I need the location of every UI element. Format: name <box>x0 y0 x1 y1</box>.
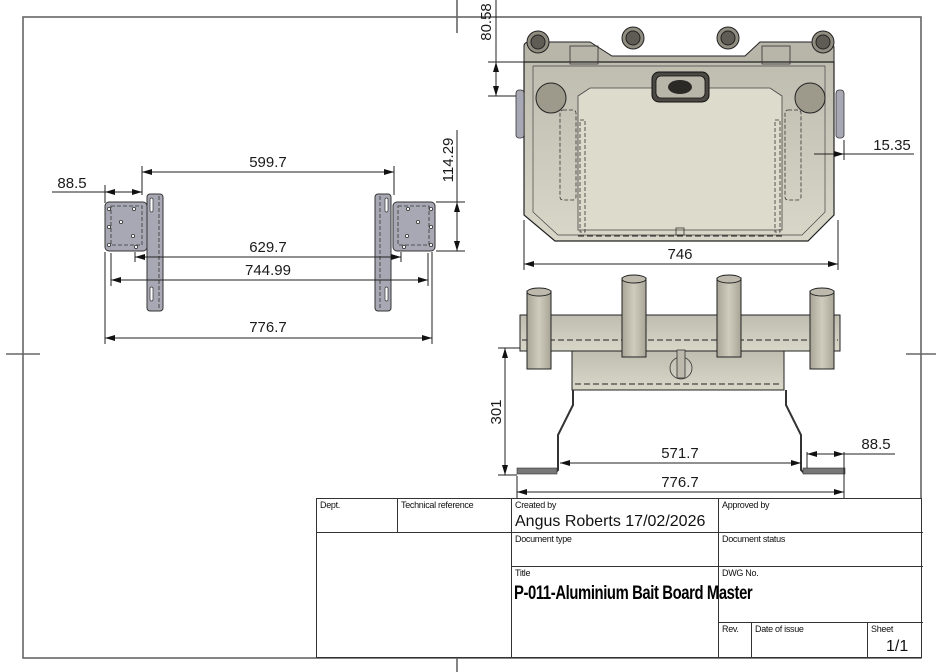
dept-label: Dept. <box>320 500 341 510</box>
date-of-issue-label: Date of issue <box>755 624 804 634</box>
dim-746: 746 <box>667 246 692 263</box>
document-type-cell: Document type <box>512 533 719 567</box>
sheet-cell: Sheet 1/1 <box>868 623 923 657</box>
date-of-issue-cell: Date of issue <box>752 623 868 657</box>
tech-ref-cell: Technical reference <box>398 499 512 533</box>
dim-776-7-left: 776.7 <box>249 319 287 336</box>
dim-744-99: 744.99 <box>245 262 291 279</box>
left-upright-bar <box>146 193 164 312</box>
dwg-no-cell: DWG No. <box>719 567 923 623</box>
rev-label: Rev. <box>722 624 739 634</box>
dim-571-7: 571.7 <box>661 445 699 462</box>
bracket-assembly-view: 599.7 88.5 114.29 629.7 744.99 776.7 <box>52 130 465 344</box>
sheet-label: Sheet <box>871 624 894 634</box>
dim-629-7: 629.7 <box>249 239 287 256</box>
title-value: P-011-Aluminium Bait Board Master <box>514 583 753 604</box>
dim-88-5-right: 88.5 <box>861 436 890 453</box>
bait-board-front-view: 301 571.7 88.5 776.7 <box>488 274 895 498</box>
document-status-cell: Document status <box>719 533 923 567</box>
approved-by-label: Approved by <box>722 500 770 510</box>
created-by-value: Angus Roberts 17/02/2026 <box>515 513 706 530</box>
bait-board-top-view: 80.58 746 15.35 <box>478 0 914 270</box>
created-by-cell: Created by Angus Roberts 17/02/2026 <box>512 499 719 533</box>
dept-cell: Dept. <box>317 499 398 533</box>
document-status-label: Document status <box>722 534 786 544</box>
title-cell: Title P-011-Aluminium Bait Board Master <box>512 567 753 657</box>
dim-301: 301 <box>488 399 505 424</box>
dim-88-5-left: 88.5 <box>57 175 86 192</box>
dim-114-29: 114.29 <box>440 138 457 183</box>
dwg-no-label: DWG No. <box>722 568 759 578</box>
rev-cell: Rev. <box>719 623 752 657</box>
document-type-label: Document type <box>515 534 572 544</box>
title-label: Title <box>515 568 531 578</box>
created-by-label: Created by <box>515 500 557 510</box>
sheet-frame <box>6 0 936 672</box>
title-block: Dept. Technical reference Created by Ang… <box>316 498 923 658</box>
tech-ref-label: Technical reference <box>401 500 474 510</box>
sheet-value: 1/1 <box>886 638 909 655</box>
blank-cell <box>317 533 512 657</box>
dim-776-7-right: 776.7 <box>661 474 699 491</box>
right-mount-plate <box>392 201 436 252</box>
approved-by-cell: Approved by <box>719 499 923 533</box>
right-upright-bar <box>374 193 392 312</box>
dim-80-58: 80.58 <box>478 3 495 41</box>
dim-599-7: 599.7 <box>249 154 287 171</box>
dim-15-35: 15.35 <box>873 137 911 154</box>
